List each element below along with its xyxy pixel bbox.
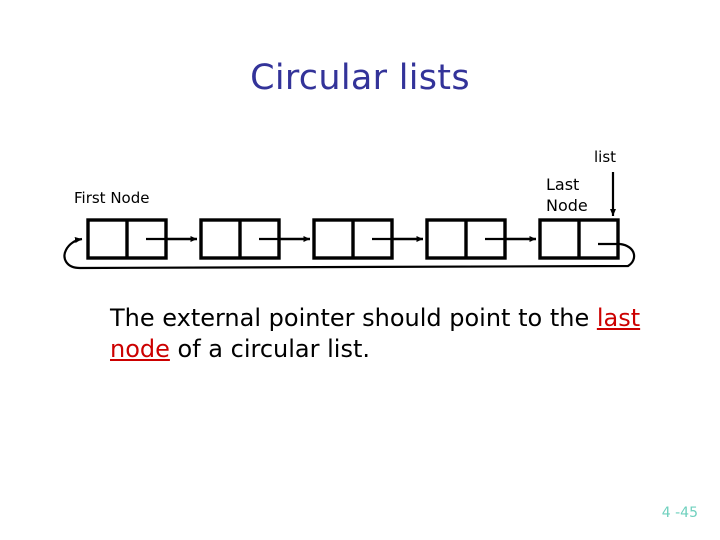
label-last-node: Last Node [546, 174, 588, 216]
diagram-svg [63, 172, 636, 270]
label-last-node-line1: Last [546, 175, 580, 194]
label-external-pointer: list [594, 148, 617, 166]
circular-linked-list-diagram [0, 140, 720, 290]
caption-part2: of a circular list. [169, 335, 370, 363]
node-4 [425, 218, 507, 260]
node-5-last [538, 218, 620, 260]
node-1 [86, 218, 168, 260]
node-3 [312, 218, 394, 260]
caption-highlight: last node [110, 304, 641, 363]
node-2 [199, 218, 281, 260]
page-title: Circular lists [250, 58, 470, 98]
caption-part1: The external pointer should point to the [110, 304, 597, 332]
label-first-node: First Node [74, 189, 150, 207]
label-last-node-line2: Node [546, 196, 588, 215]
caption-text: The external pointer should point to the… [110, 303, 650, 365]
page-number: 4 -45 [661, 505, 698, 521]
circular-wraparound-link [63, 237, 636, 270]
